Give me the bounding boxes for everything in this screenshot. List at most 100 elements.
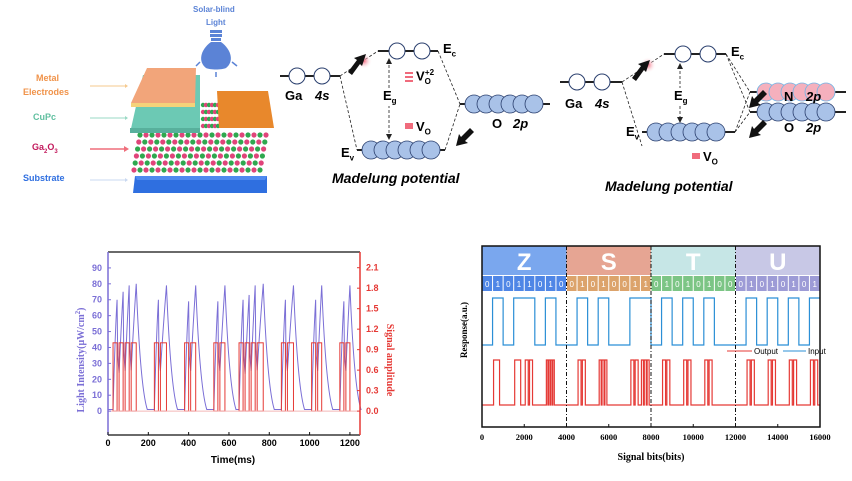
x-tick-label: 12000 [725, 432, 746, 442]
layer-label-metal-line1: Metal [36, 73, 60, 83]
lattice-atom [163, 153, 169, 159]
o-2p-level [750, 102, 846, 122]
valence-band-level [642, 122, 735, 142]
lattice-atom [180, 160, 186, 166]
lattice-atom [142, 139, 148, 145]
lattice-atom [250, 139, 256, 145]
bit-cell [535, 276, 545, 291]
o-2p-level [460, 94, 550, 114]
bit-label: 0 [781, 280, 786, 289]
vo2-defect-level [405, 72, 413, 82]
lattice-atom [149, 167, 155, 173]
conduction-band-level [664, 45, 726, 63]
ec-label: Ec [443, 41, 457, 59]
lattice-atom [179, 132, 185, 138]
lattice-atom [239, 167, 245, 173]
valence-band-level [357, 140, 445, 160]
bit-cell [577, 276, 588, 291]
y2-axis-label: Signal amplitude [384, 324, 395, 397]
lattice-atom [208, 139, 214, 145]
bit-cell [736, 276, 746, 291]
lattice-atom [184, 139, 190, 145]
lattice-atom [253, 153, 259, 159]
bit-label: 1 [665, 280, 670, 289]
lattice-atom [235, 153, 241, 159]
bit-cell [704, 276, 714, 291]
y2-tick-label: 0.9 [366, 345, 379, 355]
lattice-atom [137, 132, 143, 138]
bit-label: 0 [728, 280, 733, 289]
lattice-atom [145, 153, 151, 159]
lattice-atom [226, 139, 232, 145]
bit-label: 1 [517, 280, 522, 289]
output-waveform [482, 359, 820, 406]
bit-cell [503, 276, 514, 291]
bit-label: 0 [696, 280, 701, 289]
vo-defect-level [692, 153, 700, 159]
x-tick-label: 800 [262, 438, 277, 448]
y-axis-label: Response(a.u.) [459, 302, 469, 358]
metal-electrode-left [131, 68, 196, 103]
lattice-atom [192, 160, 198, 166]
bit-cell [672, 276, 683, 291]
lattice-atom [168, 160, 174, 166]
bit-cell [588, 276, 598, 291]
lattice-atom [245, 167, 251, 173]
lattice-atom [240, 160, 246, 166]
lattice-atom [162, 160, 168, 166]
lattice-atom [216, 160, 222, 166]
ev-label: Ev [341, 145, 355, 163]
lattice-atom [159, 146, 165, 152]
lattice-atom [154, 139, 160, 145]
x-tick-label: 10000 [683, 432, 704, 442]
ga-orbital: 4s [595, 96, 610, 111]
lattice-atom [228, 160, 234, 166]
lattice-atom [238, 139, 244, 145]
lattice-atom [151, 153, 157, 159]
lattice-atom [222, 160, 228, 166]
bit-label: 1 [770, 280, 775, 289]
lattice-atom [185, 167, 191, 173]
eg-label: Eg [383, 88, 397, 106]
y-tick-label: 80 [92, 279, 102, 289]
bit-cell [767, 276, 778, 291]
bit-label: 0 [559, 280, 564, 289]
band-diagram-1: Ga 4s Ec Ev Eg VO+2 VO O 2p Madelung pot… [270, 20, 550, 200]
device-drawing [90, 30, 274, 193]
bit-cell [725, 276, 735, 291]
x-axis-label: Signal bits(bits) [618, 452, 685, 463]
x-tick-label: 14000 [767, 432, 788, 442]
y2-tick-label: 0.3 [366, 386, 379, 396]
lattice-atom [210, 160, 216, 166]
n-orbital: 2p [806, 89, 822, 104]
lattice-atom [172, 139, 178, 145]
bit-label: 1 [812, 280, 817, 289]
lattice-atom [251, 167, 257, 173]
lattice-atom [229, 153, 235, 159]
light-label-line1: Solar-blind [193, 5, 235, 14]
lattice-atom [234, 160, 240, 166]
lattice-atom [221, 167, 227, 173]
y-tick-label: 90 [92, 263, 102, 273]
lattice-atom [143, 132, 149, 138]
lattice-atom [239, 132, 245, 138]
bit-label: 0 [538, 280, 543, 289]
lattice-atom [166, 139, 172, 145]
lattice-atom [135, 146, 141, 152]
letter-label: Z [517, 249, 532, 276]
lattice-atom [141, 146, 147, 152]
lattice-atom [223, 153, 229, 159]
bit-label: 1 [527, 280, 532, 289]
bit-cell [714, 276, 725, 291]
ga-orbital: 4s [315, 88, 330, 103]
lattice-atom [252, 160, 258, 166]
lattice-atom [214, 139, 220, 145]
y-tick-label: 70 [92, 295, 102, 305]
bit-label: 1 [643, 280, 648, 289]
lattice-atom [153, 146, 159, 152]
lattice-atom [181, 153, 187, 159]
x-tick-label: 4000 [558, 432, 575, 442]
lattice-atom [251, 132, 257, 138]
lattice-atom [148, 139, 154, 145]
